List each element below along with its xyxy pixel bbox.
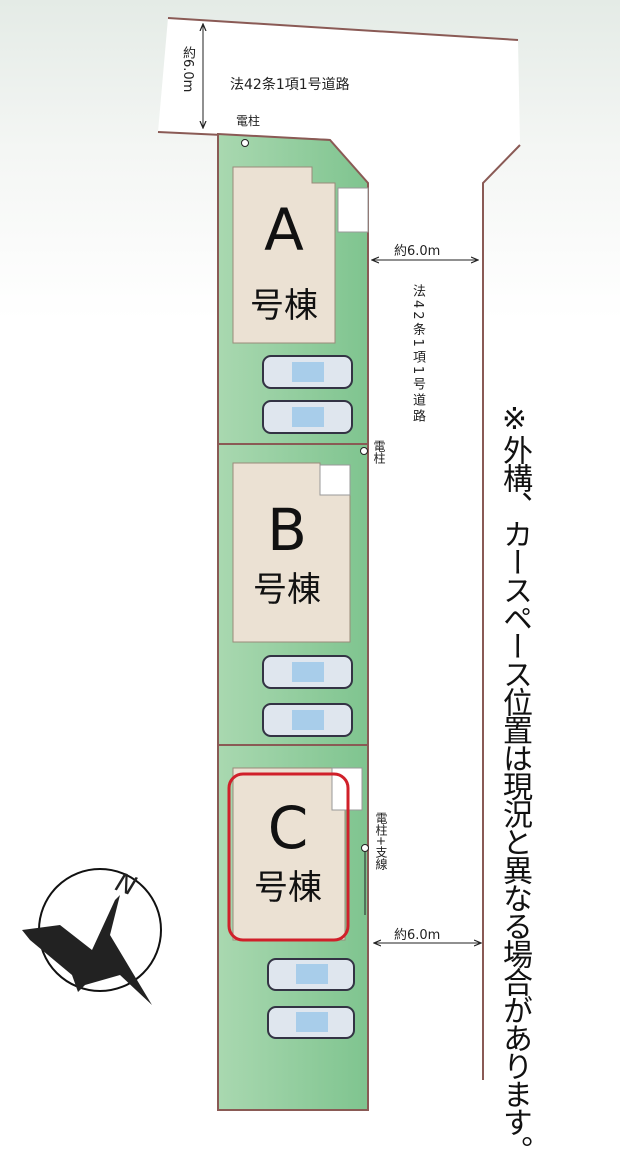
top-road-width: 約6.0m <box>180 46 195 93</box>
lot-b-suffix: 号棟 <box>253 570 321 610</box>
pole-icon <box>241 139 249 147</box>
porch-a <box>337 187 369 233</box>
site-plan <box>22 17 521 1111</box>
side-road-width-bottom: 約6.0m <box>394 928 441 943</box>
pole-icon <box>360 447 368 455</box>
lot-c-letter: C <box>267 794 309 862</box>
pole-label-top: 電柱 <box>236 114 261 128</box>
pole-label-middle: 電柱 <box>372 440 386 464</box>
pole-icon <box>361 844 369 852</box>
highlight-c <box>227 772 350 942</box>
top-road-edge <box>167 17 519 41</box>
pole-label-bottom: 電柱+支線 <box>374 812 388 871</box>
side-road-label: 法42条1項1号道路 <box>410 284 425 426</box>
top-road <box>158 18 520 1080</box>
lot-b-letter: B <box>267 496 307 564</box>
building-a <box>232 166 336 344</box>
lot-c-suffix: 号棟 <box>254 868 322 908</box>
disclaimer-note: ※外構、カースペース位置は現況と異なる場合があります。 <box>497 402 532 1163</box>
lot-a-suffix: 号棟 <box>250 286 318 326</box>
side-road-edge <box>482 144 521 1080</box>
lot-a-letter: A <box>264 196 304 264</box>
top-road-label: 法42条1項1号道路 <box>230 77 350 93</box>
porch-b <box>319 464 351 496</box>
side-road-width-top: 約6.0m <box>394 244 441 259</box>
compass-icon <box>22 868 162 1005</box>
car-windows <box>292 362 328 1032</box>
